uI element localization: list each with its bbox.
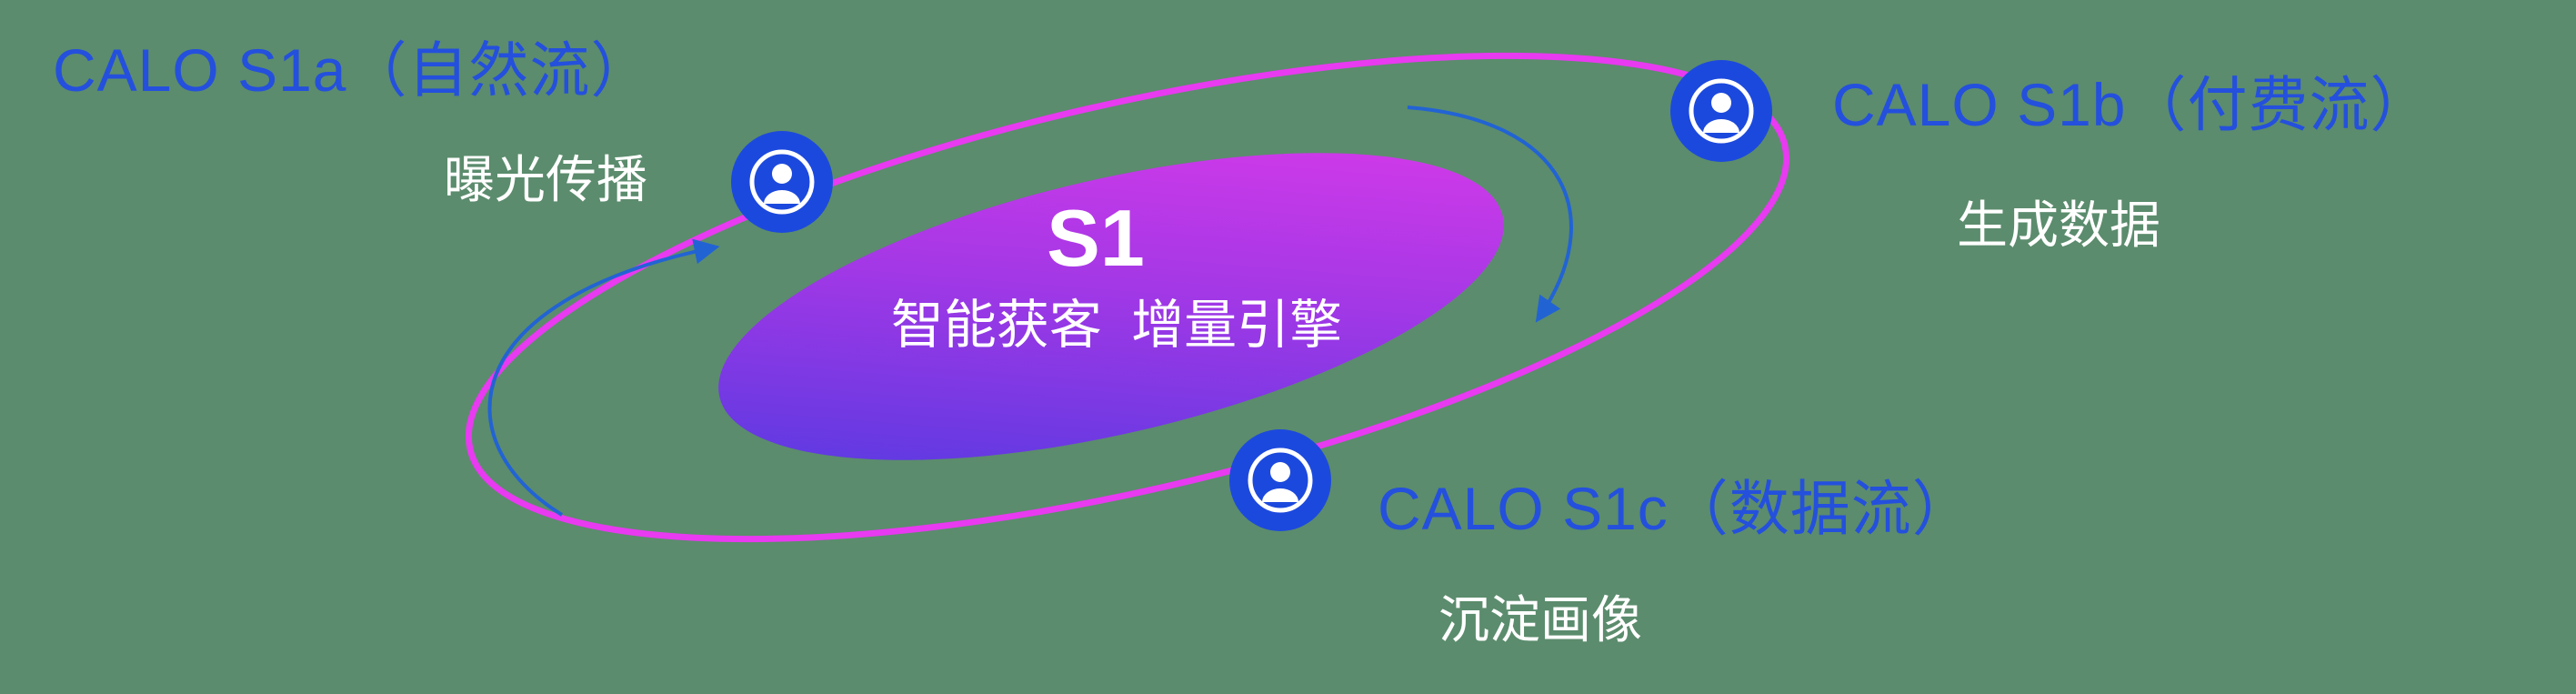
node-s1a-title: CALO S1a（自然流） <box>53 36 652 104</box>
flow-arrow-left <box>487 238 720 517</box>
node-s1c-sublabel: 沉淀画像 <box>1438 591 1642 649</box>
node-s1b-title: CALO S1b（付费流） <box>1832 71 2431 138</box>
core-gradient-ellipse <box>718 153 1504 460</box>
node-s1a-sublabel: 曝光传播 <box>444 151 647 208</box>
flow-arrow-right <box>1407 106 1573 323</box>
user-icon <box>1670 60 1772 162</box>
orbit-ring <box>465 52 1790 543</box>
core-subtitle: 智能获客 增量引擎 <box>890 296 1343 355</box>
node-s1c-title: CALO S1c（数据流） <box>1378 475 1973 542</box>
core-title: S1 <box>1047 193 1145 283</box>
user-icon <box>1229 429 1331 531</box>
user-icon <box>731 131 833 233</box>
node-s1b-sublabel: 生成数据 <box>1957 196 2160 254</box>
